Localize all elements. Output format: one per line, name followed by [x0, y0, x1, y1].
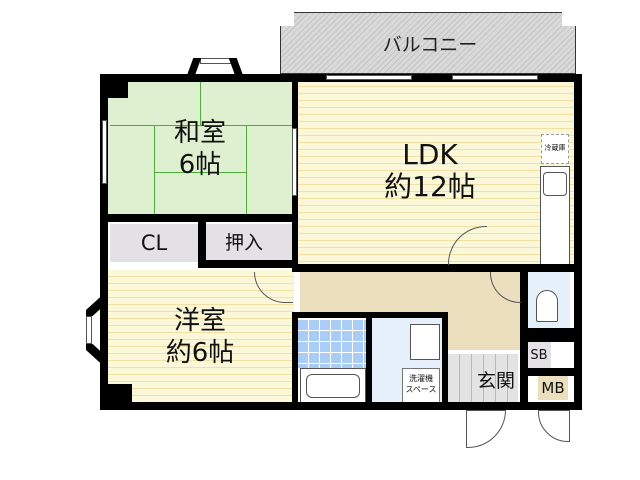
genkan-label: 玄関 [476, 370, 515, 392]
wall-right [574, 74, 582, 410]
bathtub-inner [306, 374, 360, 398]
washer-label-1: 洗濯機 [409, 374, 433, 383]
room-oshiire [206, 224, 292, 260]
window-balcony-1 [326, 75, 412, 80]
wall-ldk-bottom [292, 264, 582, 272]
genkan [448, 354, 518, 406]
room-washitsu [108, 80, 296, 216]
yoshitsu-name: 洋室 [173, 306, 226, 336]
room-cl [110, 224, 198, 262]
sink-icon [543, 172, 567, 196]
wall-corner-yoshitsu [108, 384, 132, 402]
mb-closet [538, 376, 568, 400]
wall-toilet-bottom [520, 328, 582, 342]
washitsu-size: 6帖 [178, 150, 222, 180]
mb-label: MB [541, 379, 565, 397]
balcony-corner-left [280, 12, 294, 26]
ldk-name: LDK [402, 138, 458, 171]
ldk-size: 約12帖 [384, 170, 476, 203]
bathroom [298, 320, 366, 368]
tatami-line [154, 172, 246, 173]
wall-yoshitsu-right [292, 312, 298, 406]
window-washitsu-right [292, 128, 297, 196]
hallway-lower [448, 300, 520, 350]
wall-left [100, 74, 108, 410]
fridge-label: 冷蔵庫 [544, 144, 566, 152]
washer-label-2: スペース [405, 385, 437, 394]
tatami-line [200, 80, 201, 125]
tatami-line [154, 125, 155, 215]
balcony [280, 12, 576, 74]
room-sb [527, 342, 551, 368]
balcony-corner-right [562, 12, 576, 26]
wall-top-washitsu [100, 74, 296, 82]
room-ldk [298, 80, 574, 266]
window-yoshitsu-left [86, 316, 92, 344]
washbasin [410, 324, 440, 360]
tatami-line [246, 125, 247, 215]
wall-top-ldk [292, 74, 582, 82]
tatami-line [110, 125, 294, 126]
wall-bath-divider [366, 312, 372, 406]
window-balcony-2 [452, 75, 538, 80]
balcony-label: バルコニー [382, 34, 478, 56]
wall-bottom [100, 402, 582, 410]
wall-cl-divider [198, 214, 206, 262]
wall-closets-bottom [198, 260, 298, 268]
wall-sb-bottom [520, 368, 582, 376]
door-entrance[interactable] [466, 410, 506, 448]
cl-label: CL [140, 231, 168, 255]
sb-label: SB [530, 348, 548, 363]
wall-wash-right [442, 312, 448, 406]
window-washitsu-left [102, 120, 107, 184]
oshiire-label: 押入 [224, 232, 263, 254]
yoshitsu-size: 約6帖 [165, 338, 235, 368]
wall-corner-washitsu [108, 82, 128, 98]
washitsu-name: 和室 [173, 118, 226, 148]
window-washitsu-top [200, 58, 232, 64]
door-mb[interactable] [538, 410, 570, 442]
toilet-bowl [536, 290, 558, 322]
fridge-space [541, 134, 569, 164]
